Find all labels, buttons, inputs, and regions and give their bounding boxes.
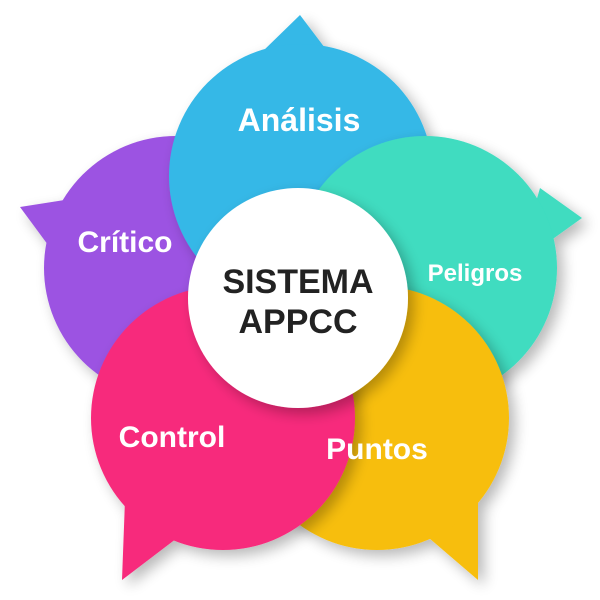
label-puntos: Puntos [326, 433, 428, 466]
center-title-line2: APPCC [238, 303, 357, 341]
petal-puntos-tail [422, 498, 478, 580]
label-analisis: Análisis [238, 102, 361, 138]
center-title-line1: SISTEMA [222, 263, 373, 301]
label-control: Control [119, 421, 226, 454]
center-circle [188, 188, 408, 408]
petal-control-tail [122, 500, 185, 580]
label-peligros: Peligros [428, 260, 523, 287]
label-critico: Crítico [77, 226, 172, 259]
center-hub [188, 188, 408, 408]
petal-analisis-tail [262, 15, 328, 52]
